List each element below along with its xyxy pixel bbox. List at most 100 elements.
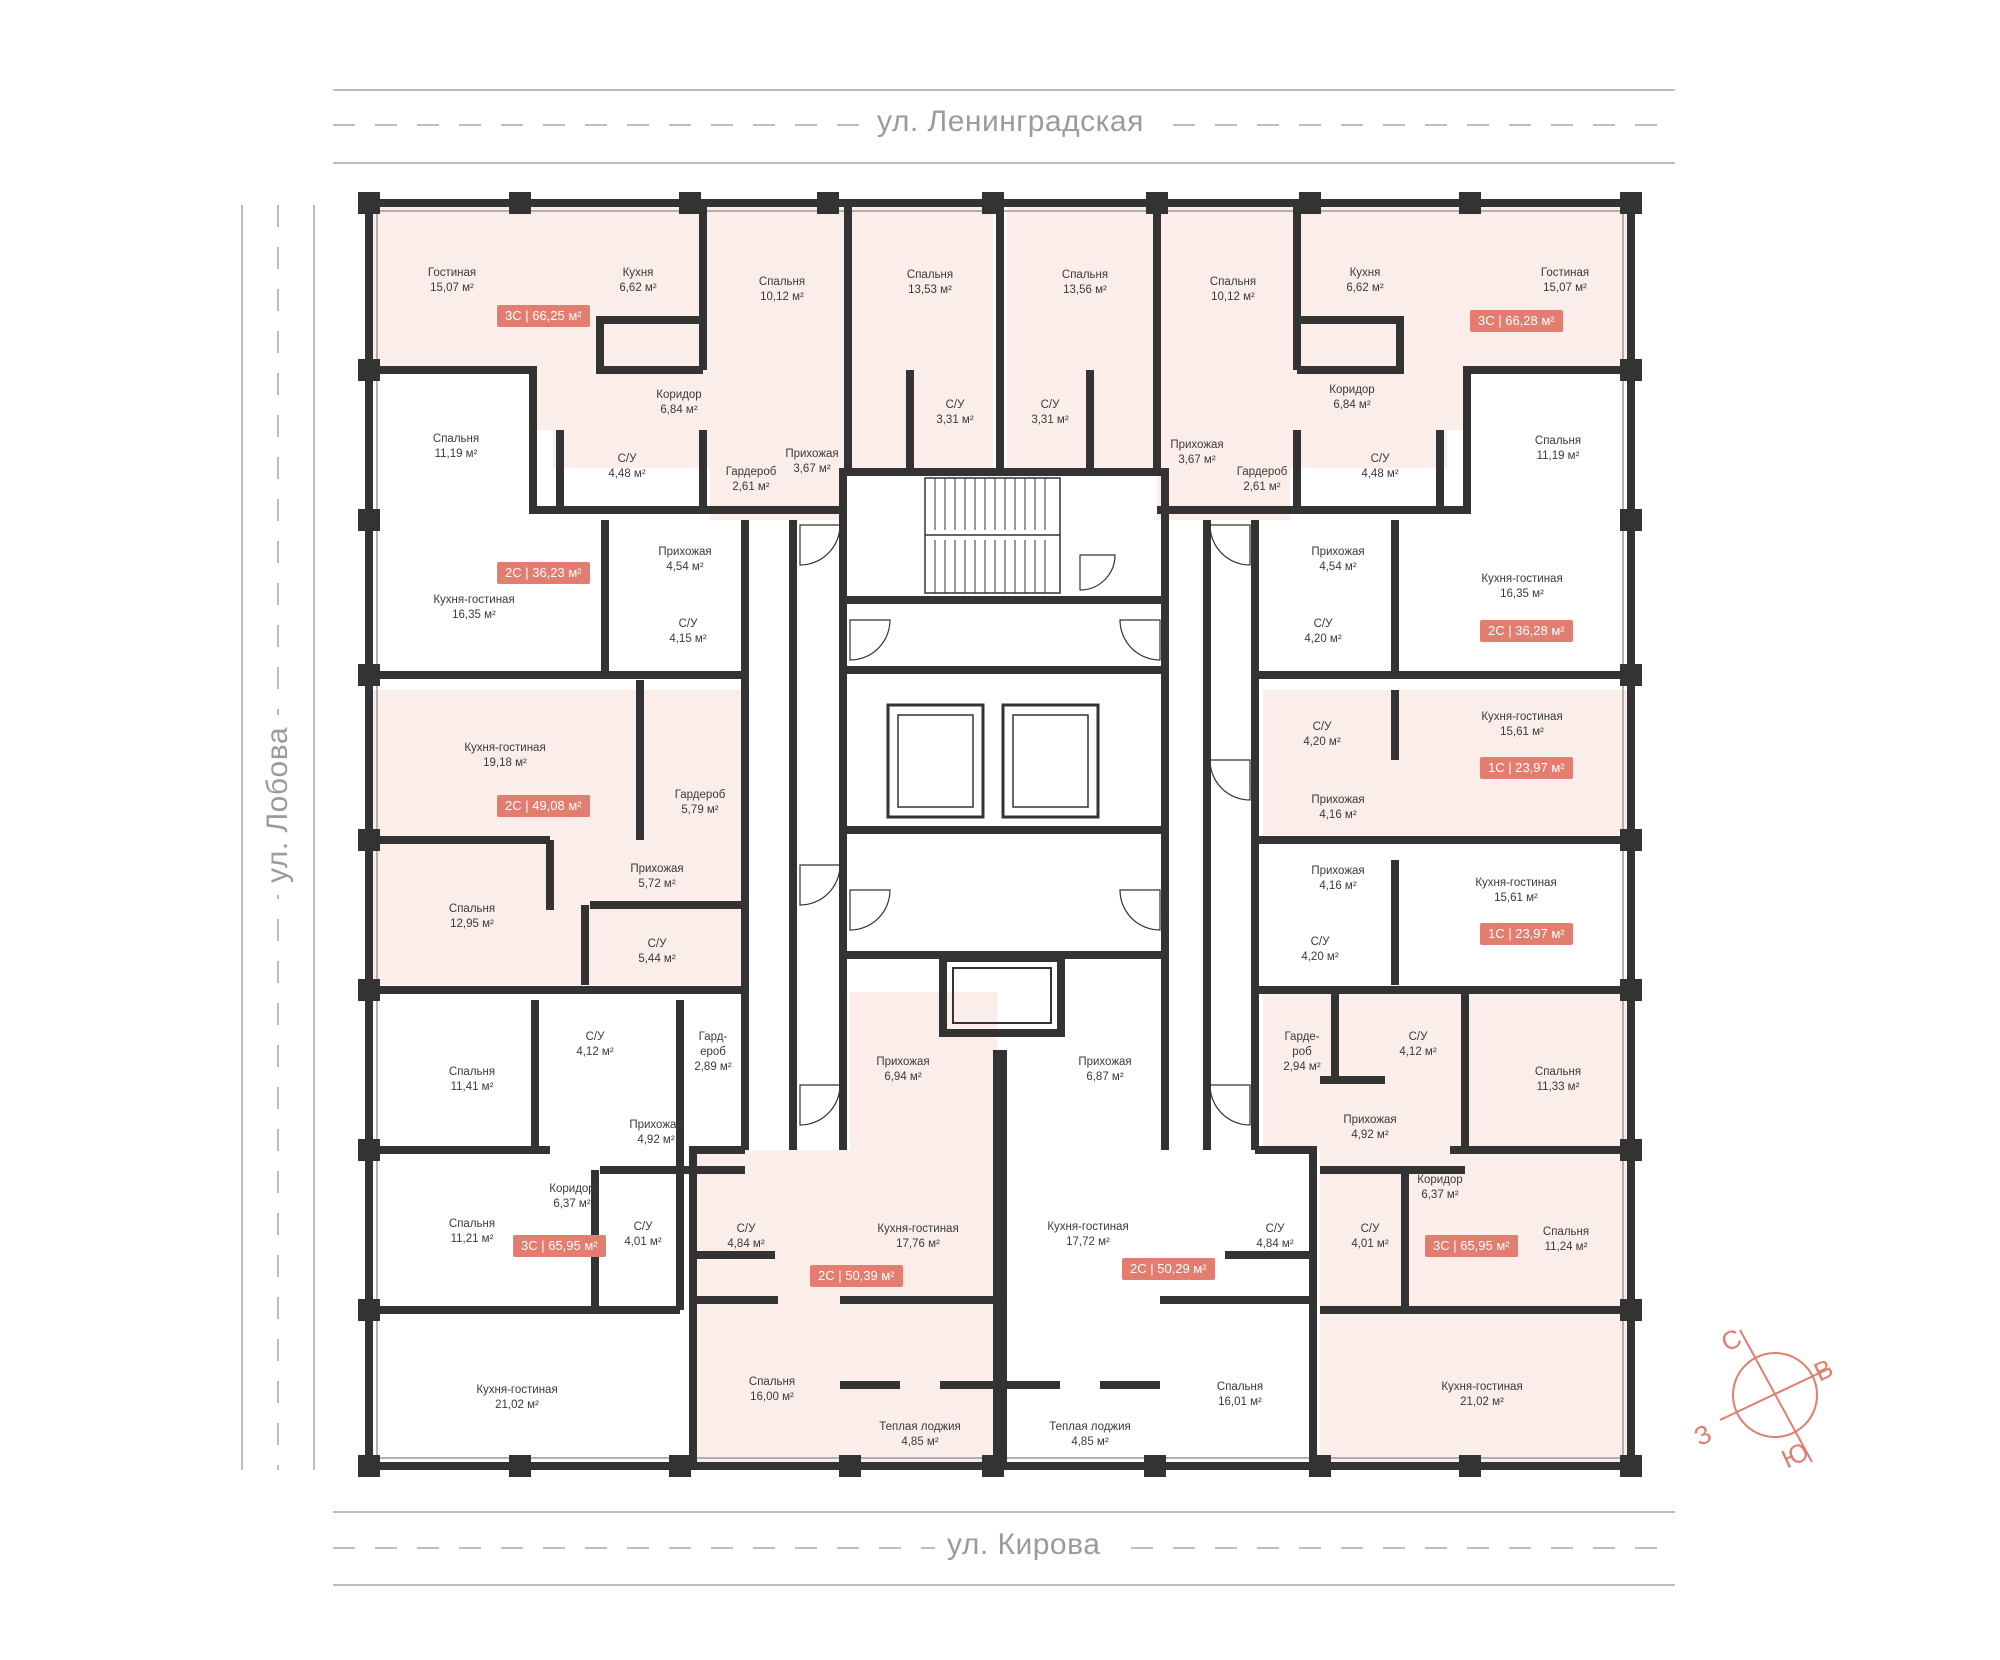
room-name: С/У xyxy=(633,1221,653,1233)
room-area: 11,21 м² xyxy=(450,1233,494,1245)
room-area: 6,62 м² xyxy=(619,282,657,294)
apartment-badge[interactable]: 1С | 23,97 м² xyxy=(1480,757,1573,779)
room-area: 6,37 м² xyxy=(553,1198,591,1210)
room-name: Кухня xyxy=(1349,267,1381,279)
room-area: 15,07 м² xyxy=(430,282,474,294)
room-area: 2,61 м² xyxy=(732,481,770,493)
apartment-badge[interactable]: 2С | 36,23 м² xyxy=(497,562,590,584)
wall-pier xyxy=(1620,509,1642,531)
room-area: 6,84 м² xyxy=(1333,399,1371,411)
room-area: 15,61 м² xyxy=(1494,892,1538,904)
room-area: 6,62 м² xyxy=(1346,282,1384,294)
compass-rose xyxy=(1719,1329,1831,1463)
room-area: 4,01 м² xyxy=(1351,1238,1389,1250)
room-area: 11,33 м² xyxy=(1536,1081,1580,1093)
room-area: 16,01 м² xyxy=(1218,1396,1262,1408)
wall-pier xyxy=(509,1455,531,1477)
room-name: Прихожая xyxy=(630,863,684,875)
room-name: Спальня xyxy=(906,269,954,281)
room-area: 13,56 м² xyxy=(1063,284,1107,296)
room-area: 2,89 м² xyxy=(694,1061,732,1073)
apartment-badge[interactable]: 2С | 50,29 м² xyxy=(1122,1258,1215,1280)
wall-pier xyxy=(509,192,531,214)
core xyxy=(839,468,1169,1037)
room-area: 10,12 м² xyxy=(760,291,804,303)
room-name: Спальня xyxy=(448,903,496,915)
room-name: Спальня xyxy=(1209,276,1257,288)
door-swing xyxy=(799,524,841,566)
room-label: Кухня-гостиная 15,61 м² xyxy=(1475,876,1556,906)
room-area: 4,92 м² xyxy=(637,1134,675,1146)
room-area: 5,72 м² xyxy=(638,878,676,890)
apartment-badge[interactable]: 3С | 66,25 м² xyxy=(497,305,590,327)
wall-pier xyxy=(358,1455,380,1477)
room-area: 15,61 м² xyxy=(1500,726,1544,738)
apartment-badge[interactable]: 2С | 36,28 м² xyxy=(1480,620,1573,642)
room-area: 4,85 м² xyxy=(901,1436,939,1448)
room-name: Кухня-гостиная xyxy=(1475,877,1557,889)
room-area: 4,12 м² xyxy=(1399,1046,1437,1058)
room-name: Кухня xyxy=(622,267,654,279)
door-swing xyxy=(1209,524,1251,566)
room-name: С/У xyxy=(945,399,965,411)
apartment-badge[interactable]: 2С | 49,08 м² xyxy=(497,795,590,817)
room-name: роб xyxy=(1292,1046,1312,1058)
room-name: С/У xyxy=(1408,1031,1428,1043)
room-name: Прихожая xyxy=(1170,439,1224,451)
room-name: С/У xyxy=(1370,453,1390,465)
apartment-badge[interactable]: 3С | 65,95 м² xyxy=(513,1235,606,1257)
wall-pier xyxy=(1620,1299,1642,1321)
room-name: Кухня-гостиная xyxy=(877,1223,959,1235)
wall-piers xyxy=(358,192,1642,1477)
room-name: Прихожая xyxy=(1078,1056,1132,1068)
door-swing xyxy=(799,1084,841,1126)
room-area: 4,84 м² xyxy=(727,1238,765,1250)
wall-pier xyxy=(1459,192,1481,214)
apartment-badge[interactable]: 3С | 65,95 м² xyxy=(1425,1235,1518,1257)
room-area: 3,31 м² xyxy=(936,414,974,426)
wall-pier xyxy=(358,509,380,531)
room-label: Прихожая 5,72 м² xyxy=(630,862,683,892)
wall-pier xyxy=(358,1299,380,1321)
apartment-badge[interactable]: 2С | 50,39 м² xyxy=(810,1265,903,1287)
room-name: Спальня xyxy=(758,276,806,288)
room-area: 11,19 м² xyxy=(434,448,478,460)
wall-pier xyxy=(839,1455,861,1477)
wall-pier xyxy=(1620,829,1642,851)
room-label: С/У 4,12 м² xyxy=(1399,1030,1436,1060)
apartment-badge[interactable]: 1С | 23,97 м² xyxy=(1480,923,1573,945)
wall-pier xyxy=(1459,1455,1481,1477)
room-label: С/У 3,31 м² xyxy=(936,398,973,428)
room-area: 4,20 м² xyxy=(1304,633,1342,645)
room-name: С/У xyxy=(1265,1223,1285,1235)
room-area: 4,54 м² xyxy=(666,561,704,573)
room-name: Теплая лоджия xyxy=(879,1421,961,1433)
room-area: 2,61 м² xyxy=(1243,481,1281,493)
apartment-badge[interactable]: 3С | 66,28 м² xyxy=(1470,310,1563,332)
wall-pier xyxy=(1620,979,1642,1001)
room-area: 4,15 м² xyxy=(669,633,707,645)
